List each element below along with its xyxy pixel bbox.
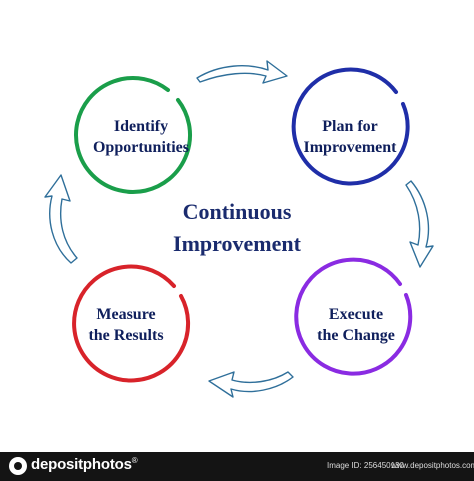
arrow-plan-to-execute — [405, 180, 434, 268]
arrow-measure-to-identify — [44, 174, 78, 264]
node-measure-line1: Measure — [96, 306, 156, 323]
registered-mark: ® — [131, 456, 138, 465]
diagram-title-line2: Improvement — [173, 231, 301, 256]
site-url: www.depositphotos.com — [391, 461, 474, 470]
node-plan-line1: Plan for — [322, 118, 378, 135]
node-measure-line2: the Results — [88, 327, 164, 344]
node-execute-line1: Execute — [328, 306, 384, 323]
plan-circle — [291, 67, 410, 186]
execute-circle — [294, 257, 413, 376]
node-measure-the-results: Measure the Results — [56, 304, 196, 346]
node-plan-line2: Improvement — [303, 139, 397, 156]
arrow-execute-to-measure — [208, 371, 294, 398]
node-identify-line1: Identify — [113, 118, 169, 135]
identify-circle — [74, 75, 193, 194]
brand-text: depositphotos — [31, 456, 132, 473]
cycle-diagram: Identify Opportunities Plan for Improvem… — [44, 60, 434, 398]
node-plan-for-improvement: Plan for Improvement — [280, 116, 420, 158]
brand-name: depositphotos® — [31, 456, 138, 473]
diagram-title-line1: Continuous — [182, 199, 292, 224]
node-execute-line2: the Change — [317, 327, 395, 344]
diagram-title: Continuous Improvement — [137, 196, 337, 260]
image-id: Image ID: 256450130 — [327, 461, 404, 470]
node-identify-line2: Opportunities — [92, 139, 189, 156]
depositphotos-logo-icon — [9, 457, 27, 475]
watermark-footer: depositphotos® Image ID: 256450130 www.d… — [0, 452, 474, 481]
cycle-graphics — [44, 60, 434, 398]
node-execute-the-change: Execute the Change — [286, 304, 426, 346]
node-identify-opportunities: Identify Opportunities — [71, 116, 211, 158]
arrow-identify-to-plan — [196, 60, 288, 84]
measure-circle — [72, 264, 191, 383]
